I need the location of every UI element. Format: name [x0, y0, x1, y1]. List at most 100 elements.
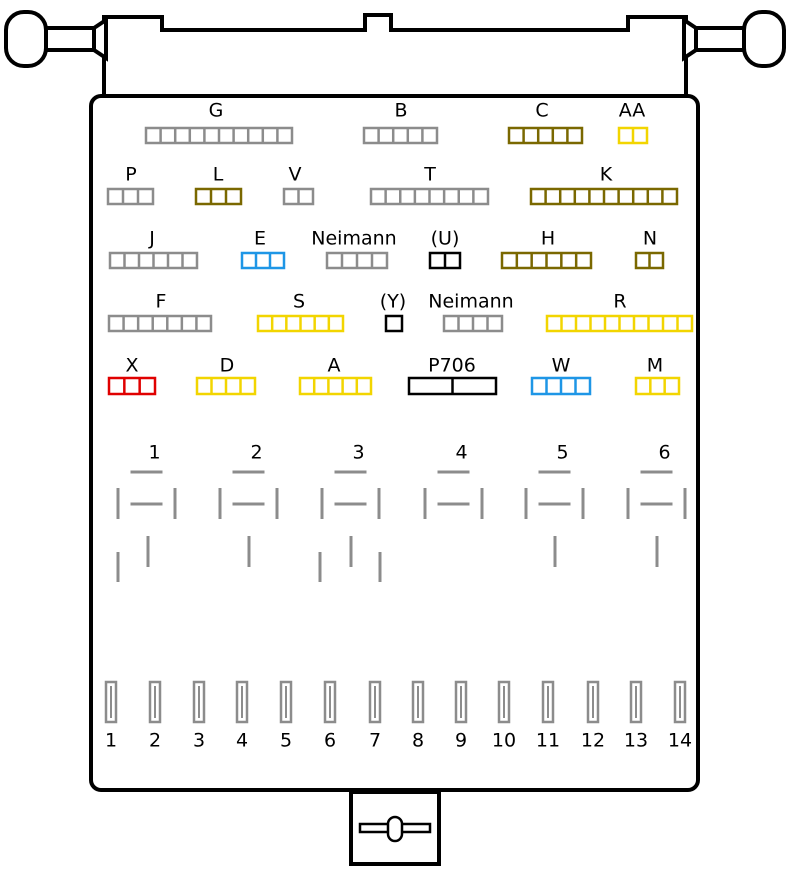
- connector-label: A: [328, 355, 341, 377]
- relay-label: 4: [455, 442, 467, 464]
- fuse-7: 7: [368, 680, 382, 752]
- fuse-8: 8: [411, 680, 425, 752]
- relay-label: 5: [556, 442, 568, 464]
- fuse-6: 6: [323, 680, 337, 752]
- connector-housing: [240, 251, 286, 270]
- connector-d: D: [195, 355, 257, 396]
- connector-label: N: [643, 228, 657, 250]
- fuse-label: 10: [492, 730, 516, 752]
- fuse-label: 4: [236, 730, 248, 752]
- connector-aa: AA: [617, 100, 649, 145]
- relay-label: 1: [148, 442, 160, 464]
- connector-p: P: [106, 164, 155, 206]
- connector-housing: [194, 187, 243, 206]
- connector-label: Neimann: [428, 291, 513, 313]
- connector-label: L: [213, 164, 224, 186]
- fuse-9: 9: [454, 680, 468, 752]
- relay-2: 2: [218, 442, 279, 567]
- connector-label: K: [600, 164, 613, 186]
- fuse-4: 4: [235, 680, 249, 752]
- connector-label: X: [125, 355, 138, 377]
- connector-label: H: [541, 228, 555, 250]
- fuse-label: 13: [624, 730, 648, 752]
- connector-label: G: [209, 100, 224, 122]
- fuse-label: 8: [412, 730, 424, 752]
- connector-l: L: [194, 164, 243, 206]
- fuse-label: 7: [369, 730, 381, 752]
- relay-6: 6: [626, 442, 687, 567]
- fuse-2: 2: [148, 680, 162, 752]
- connector-n: N: [634, 228, 665, 270]
- connector-housing: [107, 314, 213, 333]
- connector-housing: [507, 126, 584, 145]
- connector-u: (U): [428, 228, 462, 270]
- connector-housing: [107, 376, 157, 396]
- connector-y: (Y): [380, 291, 406, 333]
- connector-neimann: Neimann: [428, 291, 514, 333]
- relay-label: 6: [658, 442, 670, 464]
- connector-s: S: [256, 291, 345, 333]
- connector-r: R: [545, 291, 694, 333]
- connector-label: (Y): [380, 291, 406, 313]
- connector-housing: [298, 376, 373, 396]
- fuse-5: 5: [279, 680, 293, 752]
- connector-label: D: [220, 355, 235, 377]
- fuse-label: 2: [149, 730, 161, 752]
- connector-v: V: [282, 164, 315, 206]
- connector-housing: [634, 376, 681, 396]
- connector-label: P706: [428, 355, 476, 377]
- connector-label: AA: [619, 100, 646, 122]
- fuse-label: 11: [536, 730, 560, 752]
- fuse-label: 9: [455, 730, 467, 752]
- connector-h: H: [500, 228, 593, 270]
- connector-label: T: [423, 164, 436, 186]
- connector-label: B: [394, 100, 407, 122]
- connector-housing: [106, 187, 155, 206]
- fuse-11: 11: [536, 680, 560, 752]
- connector-a: A: [298, 355, 373, 396]
- fuse-label: 6: [324, 730, 336, 752]
- connector-label: Neimann: [311, 228, 396, 250]
- connector-label: C: [535, 100, 548, 122]
- connector-label: F: [156, 291, 167, 313]
- mounting-bracket: [102, 13, 688, 98]
- connector-g: G: [144, 100, 294, 145]
- fuse-label: 1: [105, 730, 117, 752]
- connector-c: C: [507, 100, 584, 145]
- fuse-box-body: [89, 94, 700, 792]
- connector-label: P: [125, 164, 136, 186]
- connector-e: E: [240, 228, 286, 270]
- relay-4: 4: [423, 442, 484, 519]
- right-mount-tab: [682, 10, 786, 68]
- connector-f: F: [107, 291, 213, 333]
- connector-housing: [384, 314, 404, 333]
- connector-label: W: [552, 355, 571, 377]
- connector-k: K: [529, 164, 679, 206]
- connector-label: R: [613, 291, 626, 313]
- fuse-13: 13: [624, 680, 648, 752]
- fuse-label: 5: [280, 730, 292, 752]
- fuse-label: 14: [668, 730, 692, 752]
- relay-1: 1: [116, 442, 177, 582]
- connector-label: S: [293, 291, 305, 313]
- fuse-10: 10: [492, 680, 516, 752]
- relay-5: 5: [524, 442, 585, 567]
- connector-p706: P706: [407, 355, 498, 396]
- relay-3: 3: [318, 442, 382, 582]
- fuse-label: 3: [193, 730, 205, 752]
- connector-label: E: [254, 228, 266, 250]
- fuse-1: 1: [104, 680, 118, 752]
- relay-group: 1 2 3 4 5 6: [116, 442, 687, 582]
- connector-x: X: [107, 355, 157, 396]
- fuse-label: 12: [581, 730, 605, 752]
- connector-m: M: [634, 355, 681, 396]
- left-mount-tab: [4, 10, 108, 68]
- connector-label: J: [148, 228, 155, 250]
- connector-j: J: [108, 228, 199, 270]
- relay-label: 3: [352, 442, 364, 464]
- connector-w: W: [530, 355, 592, 396]
- connector-label: V: [289, 164, 302, 186]
